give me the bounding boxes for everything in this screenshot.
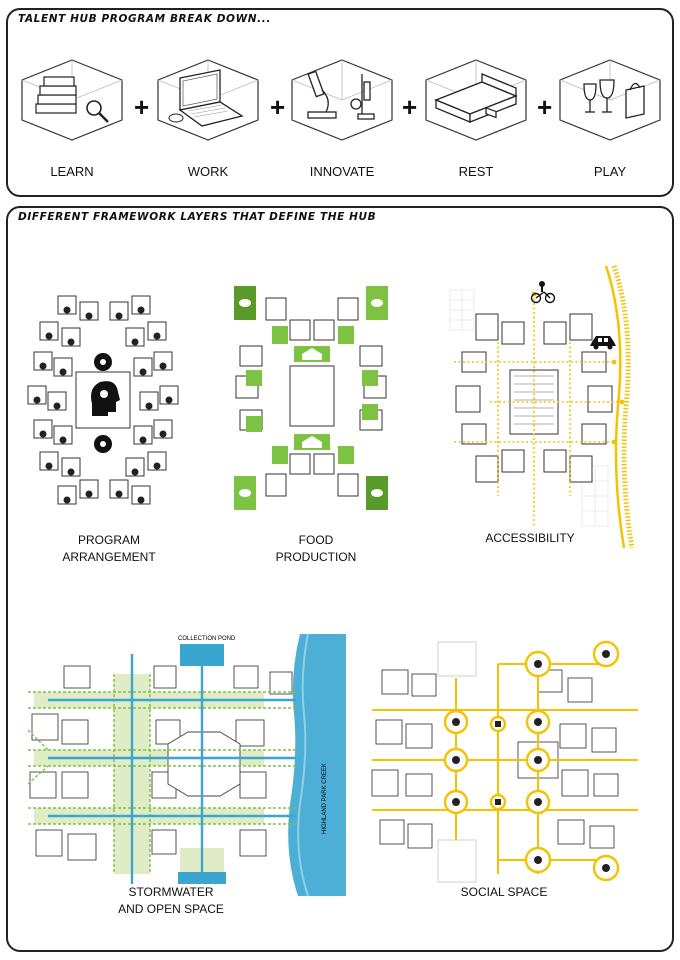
car-icon	[590, 336, 616, 350]
label-stormwater: STORMWATER AND OPEN SPACE	[118, 885, 224, 916]
program-label-innovate: INNOVATE	[309, 164, 375, 179]
social-space-diagram	[371, 640, 638, 883]
bicycle-icon	[530, 281, 556, 304]
microscope-icon	[291, 59, 393, 141]
food-production-diagram	[234, 286, 388, 510]
books-magnifier-icon	[21, 59, 123, 141]
label-food-production: FOOD PRODUCTION	[275, 533, 357, 564]
program-breakdown-panel: TALENT HUB PROGRAM BREAK DOWN... LEARN +…	[6, 8, 674, 197]
label-social-space: SOCIAL SPACE	[460, 885, 548, 899]
collection-pond-label: COLLECTION POND	[178, 636, 236, 642]
plus-sign: +	[537, 92, 553, 122]
plus-sign: +	[134, 92, 150, 122]
bed-icon	[425, 59, 527, 141]
label-program-arrangement: PROGRAM ARRANGEMENT	[62, 533, 156, 564]
plus-sign: +	[270, 92, 286, 122]
label-accessibility: ACCESSIBILITY	[485, 531, 575, 545]
accessibility-diagram	[449, 265, 635, 549]
program-label-play: PLAY	[593, 164, 627, 179]
program-breakdown-title: TALENT HUB PROGRAM BREAK DOWN...	[18, 13, 271, 25]
program-label-rest: REST	[458, 164, 494, 179]
stormwater-diagram: COLLECTION POND HIGHLAND PARK CREEK	[27, 633, 346, 897]
framework-layers-title: DIFFERENT FRAMEWORK LAYERS THAT DEFINE T…	[18, 211, 377, 223]
glasses-shopping-icon	[559, 59, 661, 141]
plus-sign: +	[402, 92, 418, 122]
program-label-work: WORK	[187, 164, 229, 179]
laptop-icon	[157, 59, 259, 141]
program-label-learn: LEARN	[50, 164, 94, 179]
framework-layers-panel: DIFFERENT FRAMEWORK LAYERS THAT DEFINE T…	[6, 206, 674, 952]
program-arrangement-diagram	[27, 295, 179, 505]
creek-label: HIGHLAND PARK CREEK	[322, 763, 328, 834]
